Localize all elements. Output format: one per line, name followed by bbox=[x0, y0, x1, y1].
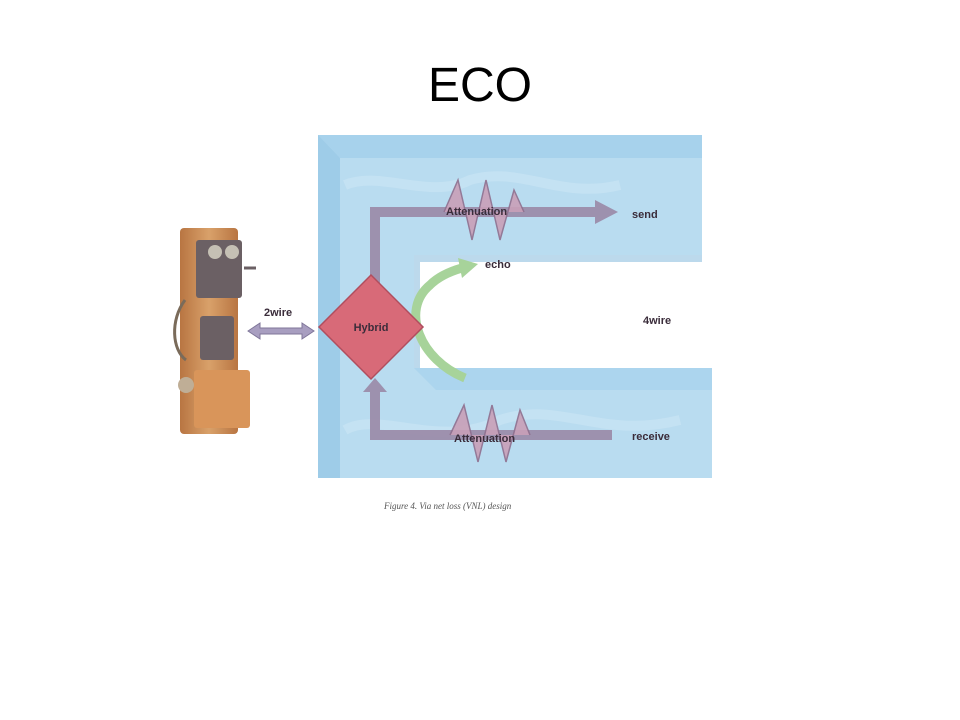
send-label: send bbox=[632, 209, 658, 221]
four-wire-channel bbox=[318, 135, 712, 478]
receive-label: receive bbox=[632, 431, 670, 443]
two-wire-label: 2wire bbox=[264, 307, 292, 319]
attenuation-zigzag-top bbox=[443, 177, 525, 241]
hybrid-label: Hybrid bbox=[354, 322, 389, 334]
slide-title: ECO bbox=[427, 59, 532, 112]
attenuation-bottom-label: Attenuation bbox=[454, 433, 515, 445]
echo-arrow bbox=[411, 258, 478, 383]
four-wire-label: 4wire bbox=[643, 315, 671, 327]
attenuation-top-label: Attenuation bbox=[446, 206, 507, 218]
echo-label: echo bbox=[485, 259, 511, 271]
wall-telephone-illustration bbox=[173, 228, 256, 434]
send-arrow bbox=[370, 200, 618, 310]
attenuation-zigzag-bottom bbox=[449, 402, 531, 463]
receive-arrow bbox=[363, 378, 612, 440]
hybrid-block: Hybrid bbox=[317, 273, 425, 381]
figure-caption: Figure 4. Via net loss (VNL) design bbox=[383, 501, 512, 511]
two-wire-arrow bbox=[247, 322, 315, 340]
